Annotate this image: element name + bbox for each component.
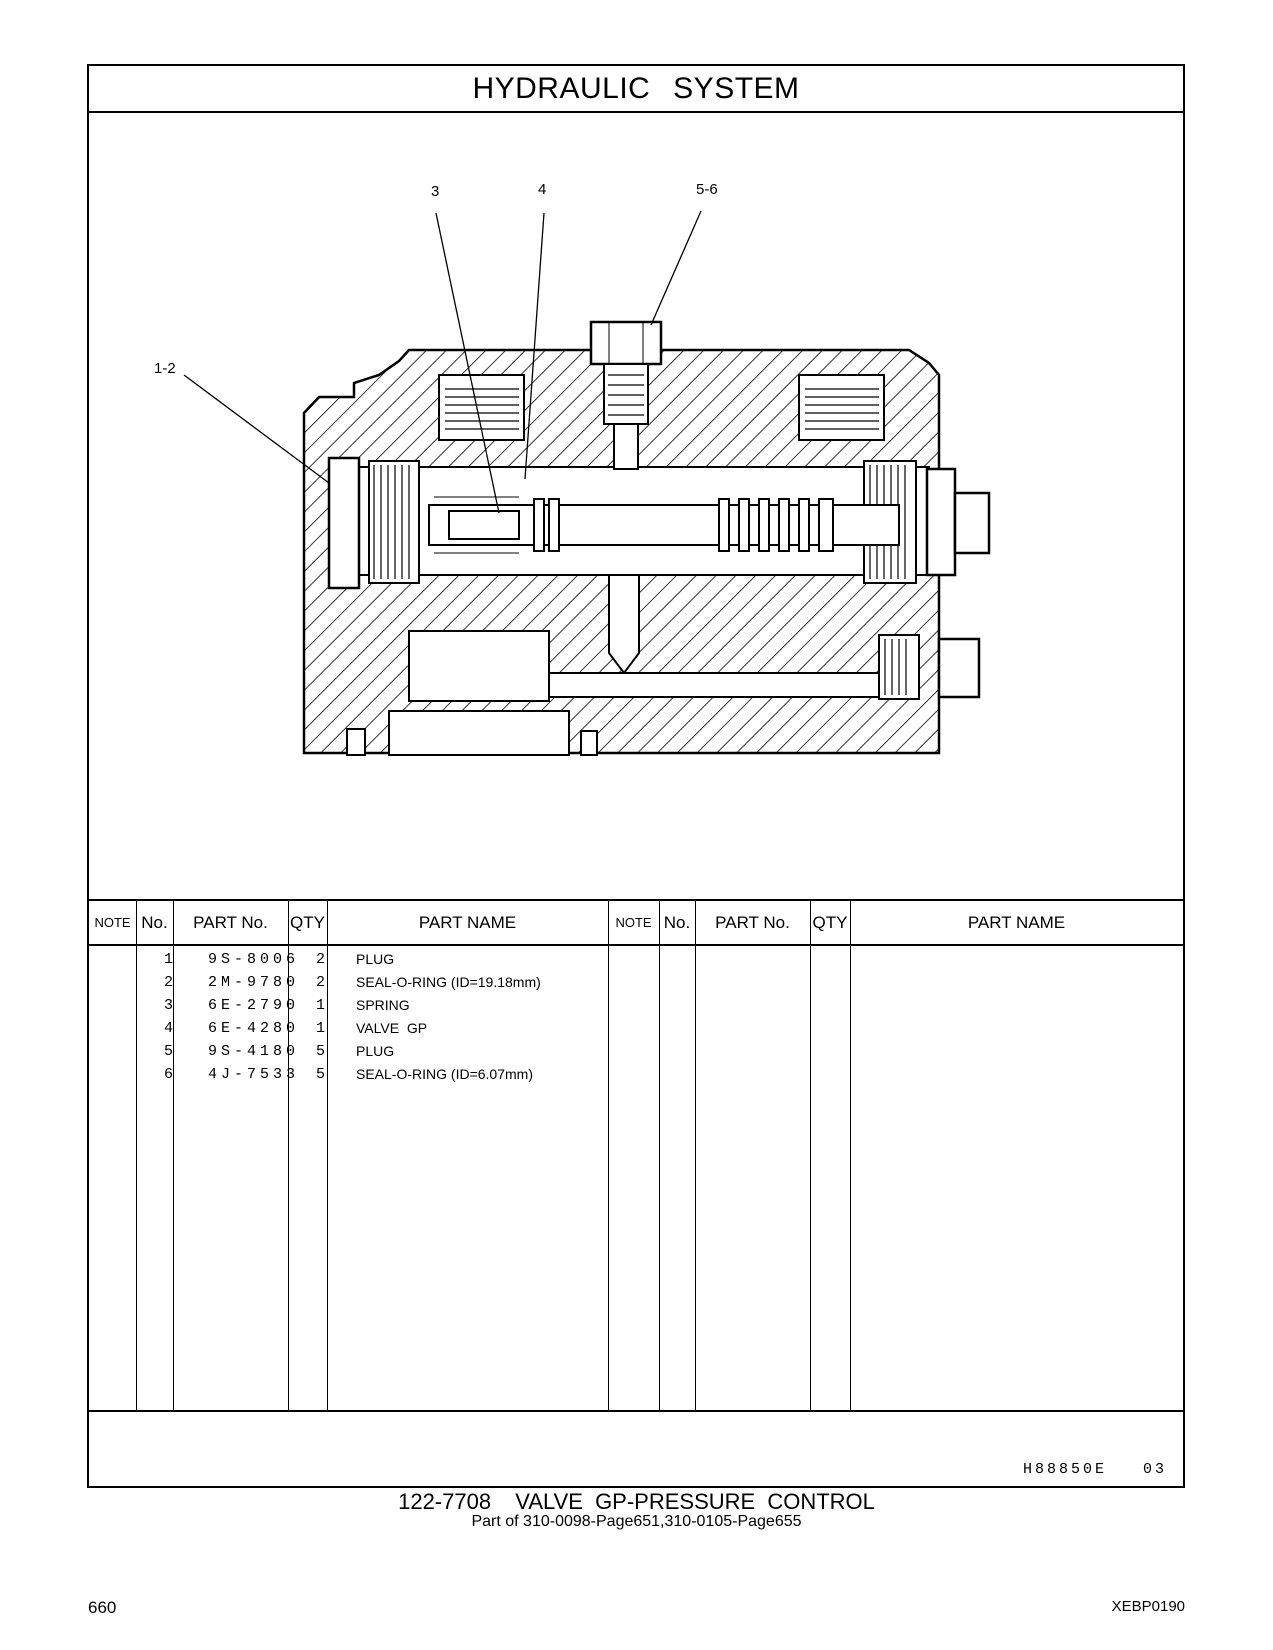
item-number: 3	[163, 997, 173, 1014]
parts-table-header: NOTE No. PART No. QTY PART NAME NOTE No.…	[89, 899, 1183, 946]
header-no-right: No.	[663, 913, 691, 932]
item-number: 6	[163, 1066, 173, 1083]
callout-5-6: 5-6	[696, 181, 718, 198]
header-qty-right: QTY	[812, 913, 848, 932]
part-name: VALVE GP	[356, 1020, 428, 1036]
table-row: 5 9S-4180 5 PLUG	[89, 1040, 1183, 1063]
page-number: 660	[88, 1598, 117, 1617]
table-row: 1 9S-8006 2 PLUG	[89, 948, 1183, 971]
quantity: 1	[315, 1020, 325, 1037]
item-number: 4	[163, 1020, 173, 1037]
part-name: PLUG	[356, 951, 395, 967]
parts-table-body: 1 9S-8006 2 PLUG 2 2M-9780 2 SEAL-O-RING…	[89, 946, 1183, 1410]
quantity: 2	[315, 951, 325, 968]
section-title: HYDRAULIC SYSTEM	[89, 66, 1183, 113]
header-part-name: PART NAME	[418, 913, 517, 932]
part-name: PLUG	[356, 1043, 395, 1059]
header-no: No.	[141, 913, 168, 932]
assembly-reference: Part of 310-0098-Page651,310-0105-Page65…	[471, 1513, 802, 1530]
header-note-right: NOTE	[615, 915, 652, 930]
header-note: NOTE	[94, 915, 131, 930]
item-number: 1	[163, 951, 173, 968]
drawing-code: H88850E 03	[1022, 1461, 1167, 1478]
quantity: 1	[315, 997, 325, 1014]
header-qty: QTY	[290, 913, 325, 932]
item-number: 5	[163, 1043, 173, 1060]
valve-diagram	[183, 210, 991, 756]
callout-3: 3	[431, 183, 440, 200]
part-number: 6E-4280	[207, 1020, 299, 1037]
part-name: SPRING	[356, 997, 410, 1013]
header-part-no: PART No.	[193, 913, 268, 932]
part-name: SEAL-O-RING (ID=19.18mm)	[356, 974, 541, 990]
item-number: 2	[163, 974, 173, 991]
header-part-no-right: PART No.	[715, 913, 790, 932]
assembly-title: 122-7708 VALVE GP-PRESSURE CONTROL	[398, 1489, 875, 1514]
table-row: 2 2M-9780 2 SEAL-O-RING (ID=19.18mm)	[89, 971, 1183, 994]
quantity: 2	[315, 974, 325, 991]
quantity: 5	[315, 1066, 325, 1083]
quantity: 5	[315, 1043, 325, 1060]
part-name: SEAL-O-RING (ID=6.07mm)	[356, 1066, 533, 1082]
parts-page-frame: HYDRAULIC SYSTEM	[87, 64, 1185, 1488]
table-row: 6 4J-7533 5 SEAL-O-RING (ID=6.07mm)	[89, 1063, 1183, 1086]
callout-4: 4	[538, 181, 547, 198]
table-row: 3 6E-2790 1 SPRING	[89, 994, 1183, 1017]
drawing-footer: H88850E 03	[89, 1410, 1183, 1488]
document-code: XEBP0190	[1111, 1598, 1185, 1615]
valve-cross-section-drawing: 1-2 3 4 5-6	[89, 113, 1183, 899]
callout-1-2: 1-2	[154, 360, 176, 377]
part-number: 2M-9780	[207, 974, 299, 991]
part-number: 9S-8006	[207, 951, 299, 968]
table-row: 4 6E-4280 1 VALVE GP	[89, 1017, 1183, 1040]
part-number: 6E-2790	[207, 997, 299, 1014]
part-number: 4J-7533	[207, 1066, 299, 1083]
header-part-name-right: PART NAME	[967, 913, 1066, 932]
part-number: 9S-4180	[207, 1043, 299, 1060]
